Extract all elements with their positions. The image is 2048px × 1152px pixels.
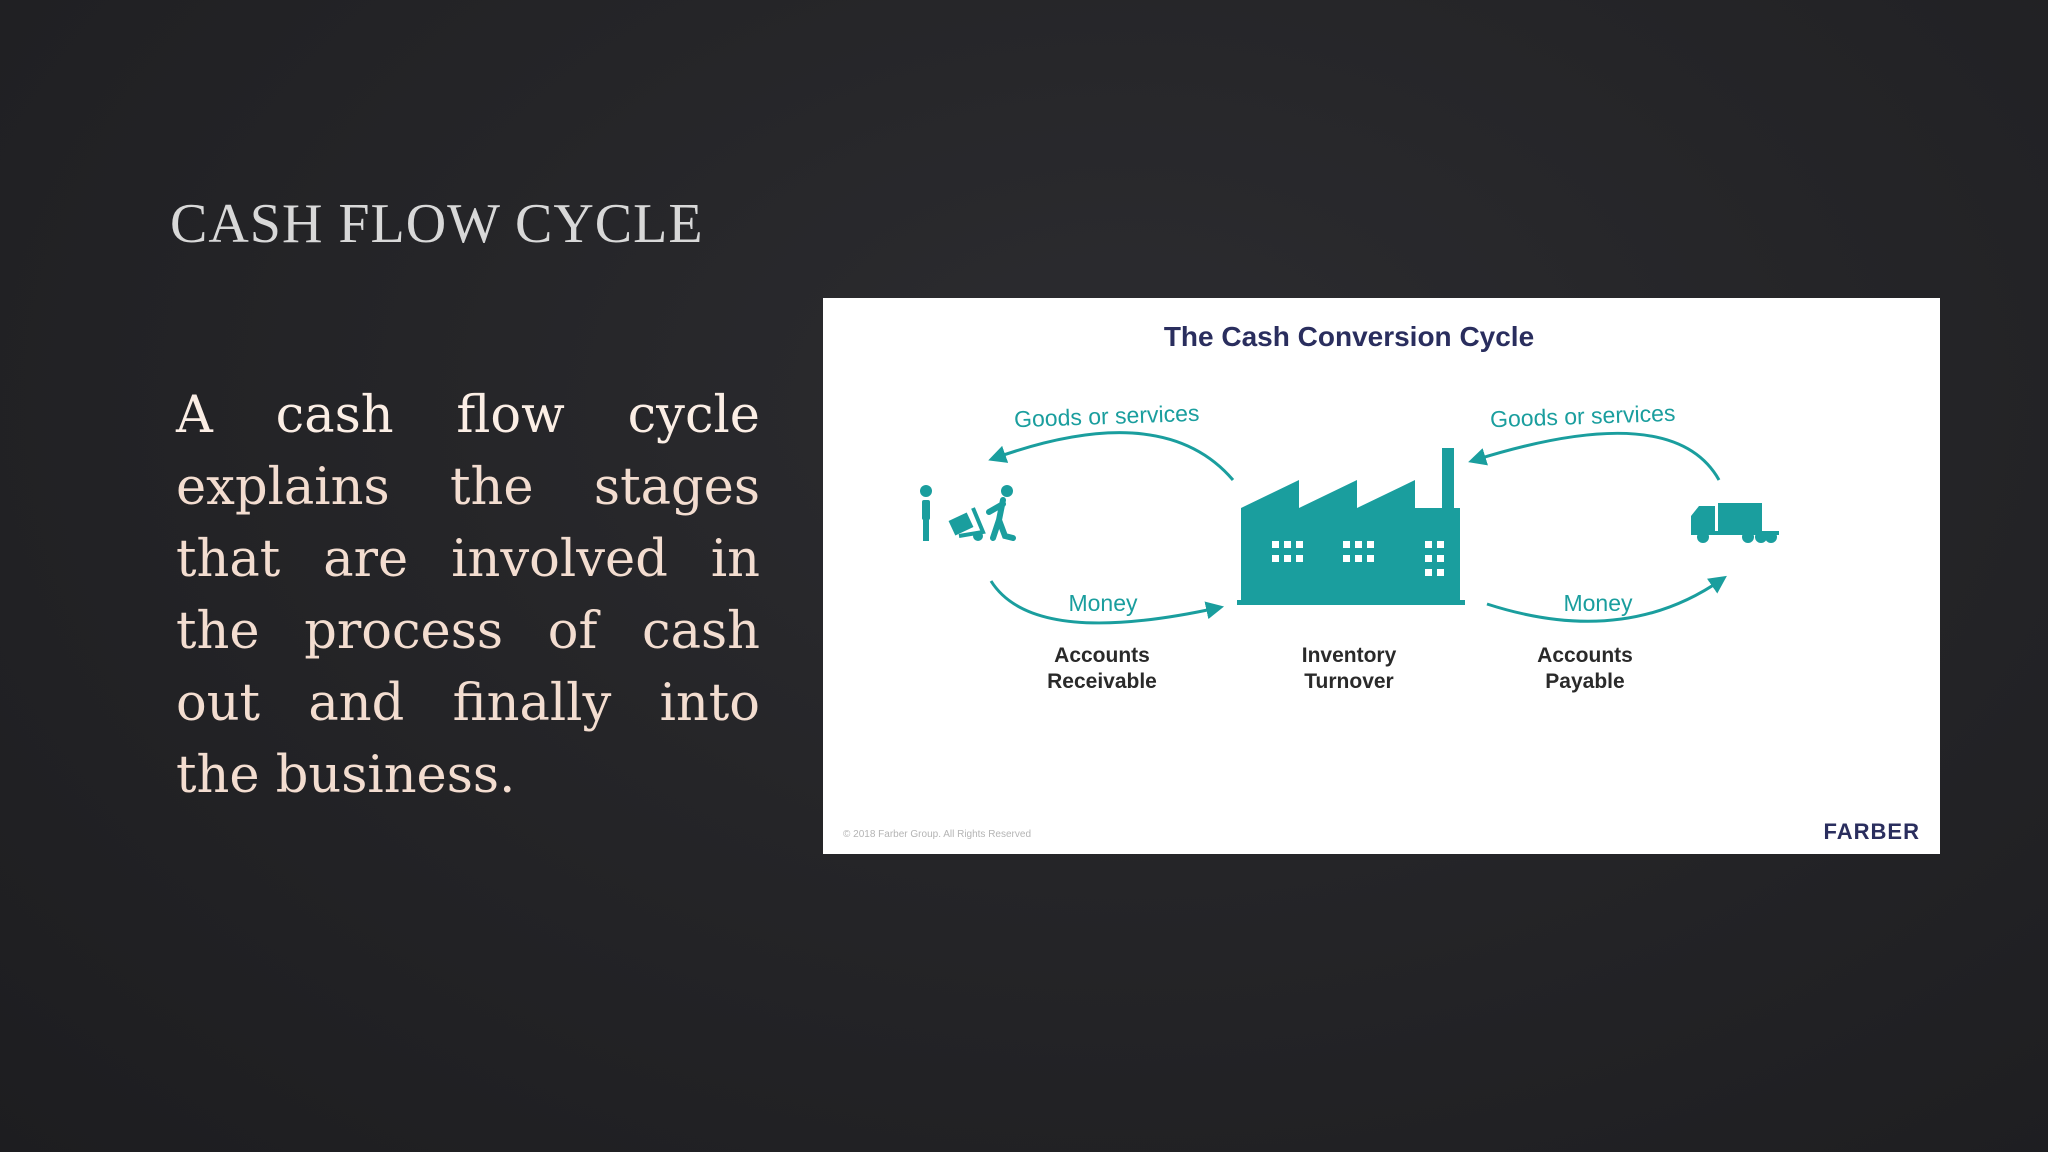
body-word-flow: flow bbox=[456, 386, 565, 445]
stage-left-line2: Receivable bbox=[1047, 670, 1157, 693]
body-word-a: A bbox=[176, 386, 213, 445]
stage-center-line2: Turnover bbox=[1304, 670, 1393, 693]
stage-right-line1: Accounts bbox=[1537, 644, 1633, 667]
left-bottom-arrow bbox=[989, 580, 1225, 625]
stage-left-line1: Accounts bbox=[1054, 644, 1150, 667]
body-rest-text: explains the stages that are involved in… bbox=[176, 458, 760, 805]
cash-conversion-cycle-figure: The Cash Conversion Cycle Goods or servi… bbox=[823, 298, 1940, 854]
diagram-title: The Cash Conversion Cycle bbox=[1164, 321, 1534, 352]
customer-icon bbox=[920, 485, 1016, 541]
copyright-text: © 2018 Farber Group. All Rights Reserved bbox=[843, 829, 1031, 840]
body-word-cash: cash bbox=[275, 386, 394, 445]
truck-icon bbox=[1691, 503, 1779, 543]
factory-icon bbox=[1237, 448, 1465, 605]
right-bottom-arrow bbox=[1486, 575, 1727, 623]
slide-title: CASH FLOW CYCLE bbox=[170, 193, 704, 255]
left-top-arrow bbox=[988, 431, 1235, 481]
body-word-cycle: cycle bbox=[627, 386, 760, 445]
left-money-label: Money bbox=[1068, 590, 1138, 616]
right-goods-label: Goods or services bbox=[1490, 400, 1676, 432]
farber-logo: FARBER bbox=[1824, 819, 1920, 844]
stage-right-line2: Payable bbox=[1545, 670, 1624, 693]
stage-center-line1: Inventory bbox=[1302, 644, 1397, 667]
cash-conversion-cycle-diagram: The Cash Conversion Cycle Goods or servi… bbox=[843, 321, 1920, 844]
right-top-arrow bbox=[1468, 431, 1721, 481]
right-money-label: Money bbox=[1563, 590, 1633, 616]
left-goods-label: Goods or services bbox=[1014, 400, 1200, 432]
slide-body-text: A cash flow cycle explains the stages th… bbox=[176, 380, 760, 812]
